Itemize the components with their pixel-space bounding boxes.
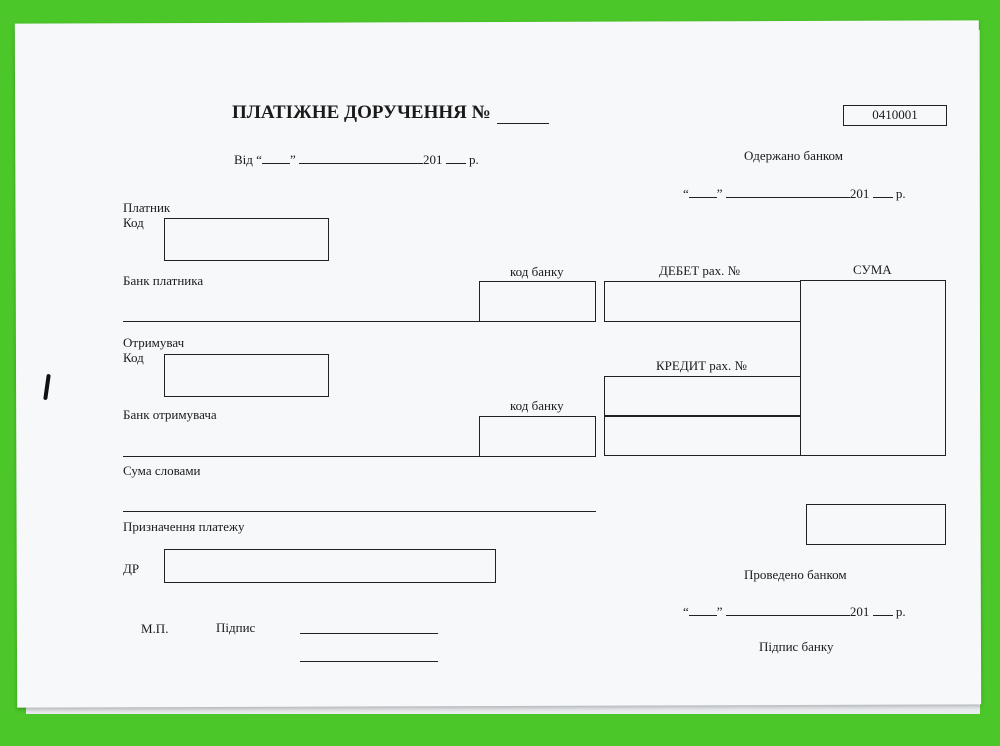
signature-field-2[interactable] — [300, 661, 438, 662]
sum-field[interactable] — [800, 280, 946, 456]
processed-month-field[interactable] — [725, 603, 850, 616]
month-field[interactable] — [298, 151, 423, 164]
extra-box-field[interactable] — [806, 504, 946, 545]
received-month-field[interactable] — [725, 185, 850, 198]
year-suffix: р. — [468, 152, 479, 167]
quote-open: “ — [683, 604, 689, 619]
payer-bank-field[interactable] — [123, 321, 481, 322]
recipient-code-field[interactable] — [164, 354, 329, 397]
payer-bank-label: Банк платника — [123, 273, 204, 288]
dr-label: ДР — [123, 561, 140, 576]
processed-year-field[interactable] — [872, 603, 893, 616]
signature-field-1[interactable] — [300, 633, 438, 634]
from-date-line: Від “ ” 201 р. — [234, 151, 479, 168]
recipient-bank-field[interactable] — [123, 456, 481, 457]
processed-label: Проведено банком — [744, 567, 847, 582]
recipient-label: Отримувач — [123, 335, 185, 350]
payer-label: Платник — [123, 200, 171, 215]
processed-day-field[interactable] — [688, 603, 717, 616]
sum-words-label: Сума словами — [123, 463, 201, 478]
quote-open: “ — [683, 186, 689, 201]
form-code-box: 0410001 — [843, 105, 947, 126]
received-year-field[interactable] — [872, 185, 893, 198]
recipient-code-label: Код — [123, 350, 144, 365]
stamp-label: М.П. — [141, 621, 169, 636]
debit-label: ДЕБЕТ рах. № — [659, 263, 741, 278]
sum-label: СУМА — [853, 262, 892, 277]
year-prefix: 201 — [422, 152, 443, 167]
day-field[interactable] — [261, 151, 290, 164]
year-prefix: 201 — [849, 604, 870, 619]
received-label: Одержано банком — [744, 148, 844, 163]
payer-code-field[interactable] — [164, 218, 329, 261]
recipient-bank-code-label: код банку — [510, 398, 564, 413]
credit-account-field-2[interactable] — [604, 415, 801, 456]
credit-account-field[interactable] — [604, 376, 801, 417]
quote-close: ” — [716, 186, 723, 201]
credit-label: КРЕДИТ рах. № — [656, 358, 747, 373]
received-date-line: “ ” 201 р. — [683, 185, 906, 202]
order-number-field[interactable] — [496, 107, 549, 124]
received-day-field[interactable] — [688, 185, 717, 198]
recipient-bank-label: Банк отримувача — [123, 407, 217, 422]
signature-label: Підпис — [216, 620, 256, 635]
form-title-text: ПЛАТІЖНЕ ДОРУЧЕННЯ № — [232, 102, 491, 123]
form-title: ПЛАТІЖНЕ ДОРУЧЕННЯ № — [232, 102, 549, 124]
payer-code-label: Код — [123, 215, 144, 230]
year-suffix: р. — [895, 604, 906, 619]
from-label: Від — [234, 152, 253, 167]
dr-field[interactable] — [164, 549, 496, 583]
processed-date-line: “ ” 201 р. — [683, 603, 906, 620]
purpose-label: Призначення платежу — [123, 519, 245, 534]
quote-close: ” — [716, 604, 723, 619]
year-suffix: р. — [895, 186, 906, 201]
sum-words-field[interactable] — [123, 511, 596, 512]
bank-signature-label: Підпис банку — [759, 639, 834, 654]
year-prefix: 201 — [849, 186, 870, 201]
payer-bank-code-label: код банку — [510, 264, 564, 279]
debit-account-field[interactable] — [604, 281, 801, 322]
year-field[interactable] — [445, 151, 466, 164]
quote-close: ” — [289, 152, 296, 167]
quote-open: “ — [256, 152, 262, 167]
payer-bank-code-field[interactable] — [479, 281, 596, 322]
recipient-bank-code-field[interactable] — [479, 416, 596, 457]
